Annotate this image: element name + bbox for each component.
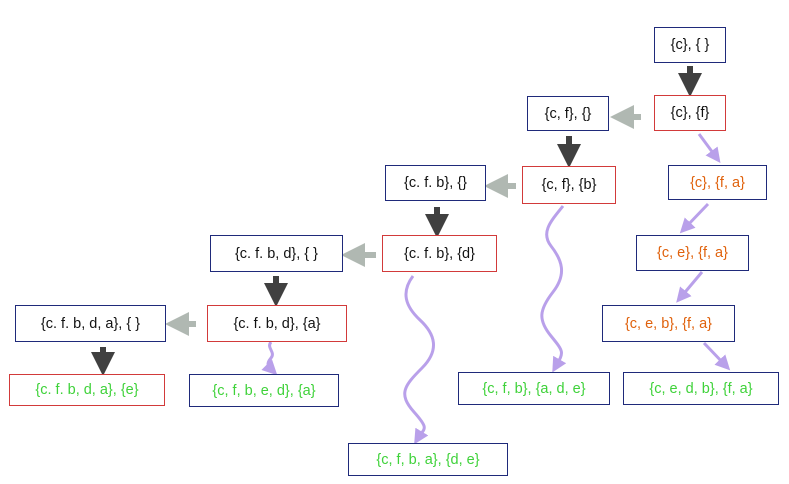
node-label: {c. f. b, d}, { } [234, 245, 319, 262]
node-label: {c, f}, {b} [541, 177, 597, 193]
node-label: {c, e, b}, {f, a} [624, 315, 713, 332]
node-ceb-fa: {c, e, b}, {f, a} [602, 305, 735, 342]
node-label: {c. f. b}, {d} [404, 245, 475, 262]
node-label: {c. f. b, d}, {a} [233, 315, 321, 332]
node-cf-b: {c, f}, {b} [522, 166, 616, 204]
node-label: {c, f, b, a}, {d, e} [376, 451, 480, 468]
wavy-arrow-n10-n14 [261, 341, 278, 376]
arrow-purple-n5-n8 [679, 202, 710, 234]
node-label: {c, f}, {} [544, 105, 592, 122]
node-cfb-d: {c. f. b}, {d} [382, 235, 497, 272]
node-cfbed-a: {c, f, b, e, d}, {a} [189, 374, 339, 407]
node-label: {c}, {f, a} [690, 174, 745, 191]
node-cf-empty: {c, f}, {} [527, 96, 609, 131]
node-label: {c. f. b}, {} [404, 175, 467, 191]
node-cfbda-empty: {c. f. b, d, a}, { } [15, 305, 166, 342]
arrow-purple-n2-n5 [697, 133, 721, 164]
node-cfb-ade: {c, f, b}, {a, d, e} [458, 372, 610, 405]
node-cedb-fa: {c, e, d, b}, {f, a} [623, 372, 779, 405]
node-cfbda-e: {c. f. b, d, a}, {e} [9, 374, 165, 406]
node-label: {c}, {f} [670, 105, 710, 121]
node-c-f: {c}, {f} [654, 95, 726, 131]
node-label: {c, f, b}, {a, d, e} [482, 380, 586, 397]
node-label: {c, e}, {f, a} [657, 245, 728, 261]
wavy-arrow-n7-n17 [403, 275, 435, 445]
arrow-purple-n11-n16 [702, 341, 731, 371]
node-label: {c. f. b, d, a}, { } [40, 315, 141, 332]
node-label: {c, f, b, e, d}, {a} [212, 382, 316, 399]
node-cfbd-a: {c. f. b, d}, {a} [207, 305, 347, 342]
node-label: {c, e, d, b}, {f, a} [649, 380, 753, 397]
arrow-purple-n8-n11 [676, 271, 704, 303]
node-label: {c. f. b, d, a}, {e} [35, 382, 139, 398]
wavy-arrow-n4-n15 [540, 205, 567, 373]
node-cfba-de: {c, f, b, a}, {d, e} [348, 443, 508, 476]
node-cfb-empty: {c. f. b}, {} [385, 165, 486, 201]
node-ce-fa: {c, e}, {f, a} [636, 235, 749, 271]
node-label: {c}, { } [670, 37, 710, 53]
node-c-empty: {c}, { } [654, 27, 726, 63]
node-cfbd-empty: {c. f. b, d}, { } [210, 235, 343, 272]
node-c-fa: {c}, {f, a} [668, 165, 767, 200]
